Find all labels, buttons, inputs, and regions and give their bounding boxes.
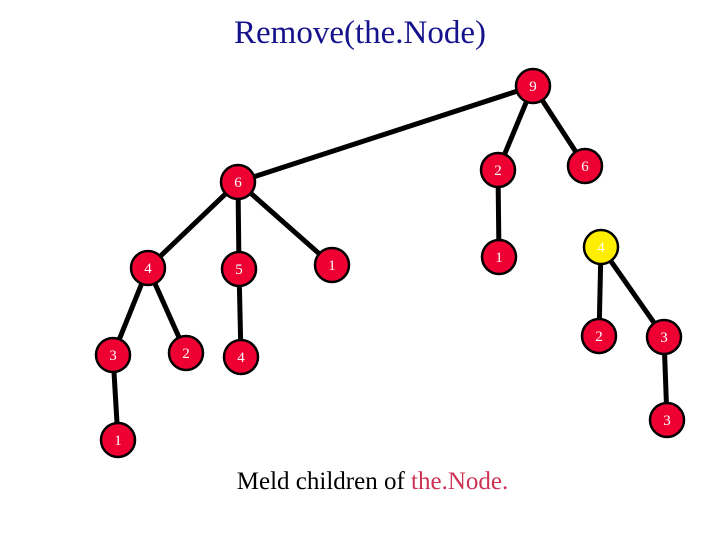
tree-node[interactable]: 1	[313, 246, 351, 284]
node-circle[interactable]	[480, 238, 518, 276]
node-label: 5	[235, 262, 243, 278]
node-label: 3	[109, 348, 117, 364]
node-circle[interactable]	[566, 147, 604, 185]
tree-edge	[539, 97, 579, 155]
tree-edge	[247, 190, 323, 257]
node-circle[interactable]	[582, 228, 620, 266]
node-circle[interactable]	[94, 336, 132, 374]
node-circle[interactable]	[222, 338, 260, 376]
node-label: 1	[495, 250, 503, 266]
tree-node[interactable]: 2	[580, 317, 618, 355]
tree-edge	[116, 280, 145, 343]
tree-edge	[151, 280, 183, 341]
node-circle[interactable]	[648, 401, 686, 439]
node-label: 2	[494, 163, 502, 179]
tree-node[interactable]: 9	[514, 67, 552, 105]
node-circle[interactable]	[645, 318, 683, 356]
node-circle[interactable]	[514, 67, 552, 105]
node-label: 3	[660, 330, 668, 346]
node-label: 2	[182, 346, 190, 362]
tree-node[interactable]: 3	[645, 318, 683, 356]
node-label: 1	[114, 433, 122, 449]
node-label: 9	[529, 79, 537, 95]
node-circle[interactable]	[479, 151, 517, 189]
node-circle[interactable]	[580, 317, 618, 355]
tree-edge	[495, 184, 502, 243]
tree-edge	[251, 88, 520, 180]
nodes-group: 9 2 6 1 6 4 5 1 3 2 4 1 4 2 3 3	[94, 67, 686, 459]
node-circle[interactable]	[219, 163, 257, 201]
tree-edge	[111, 369, 120, 426]
node-circle[interactable]	[167, 334, 205, 372]
tree-node[interactable]: 3	[94, 336, 132, 374]
tree-edge	[501, 98, 530, 158]
caption: Meld children of the.Node.	[0, 437, 720, 527]
tree-node[interactable]: 2	[167, 334, 205, 372]
node-label: 6	[234, 175, 242, 191]
edges-group	[111, 88, 669, 426]
node-label: 2	[595, 329, 603, 345]
tree-node[interactable]: 4	[222, 338, 260, 376]
node-label: 4	[237, 350, 245, 366]
tree-node[interactable]: 4	[129, 249, 167, 287]
caption-highlight-text: the.Node.	[411, 468, 509, 495]
node-circle[interactable]	[129, 249, 167, 287]
tree-node[interactable]: 2	[479, 151, 517, 189]
tree-node[interactable]: 5	[220, 250, 258, 288]
tree-edge	[157, 190, 229, 260]
node-label: 4	[144, 261, 152, 277]
page-title: Remove(the.Node)	[234, 15, 486, 51]
node-label: 6	[581, 159, 589, 175]
node-circle[interactable]	[99, 421, 137, 459]
caption-plain-text: Meld children of	[236, 468, 412, 495]
tree-node[interactable]: 1	[99, 421, 137, 459]
tree-node[interactable]: 3	[648, 401, 686, 439]
tree-node[interactable]: 6	[219, 163, 257, 201]
node-label: 3	[663, 413, 671, 429]
tree-edge	[607, 257, 658, 327]
node-label: 1	[328, 258, 336, 274]
tree-edge	[596, 261, 604, 322]
tree-node[interactable]: 6	[566, 147, 604, 185]
tree-node[interactable]: 1	[480, 238, 518, 276]
tree-edge	[235, 196, 242, 255]
node-circle[interactable]	[313, 246, 351, 284]
node-label: 4	[597, 240, 605, 256]
tree-edge	[662, 351, 669, 406]
tree-node[interactable]: 4	[582, 228, 620, 266]
tree-edge	[236, 283, 244, 343]
node-circle[interactable]	[220, 250, 258, 288]
